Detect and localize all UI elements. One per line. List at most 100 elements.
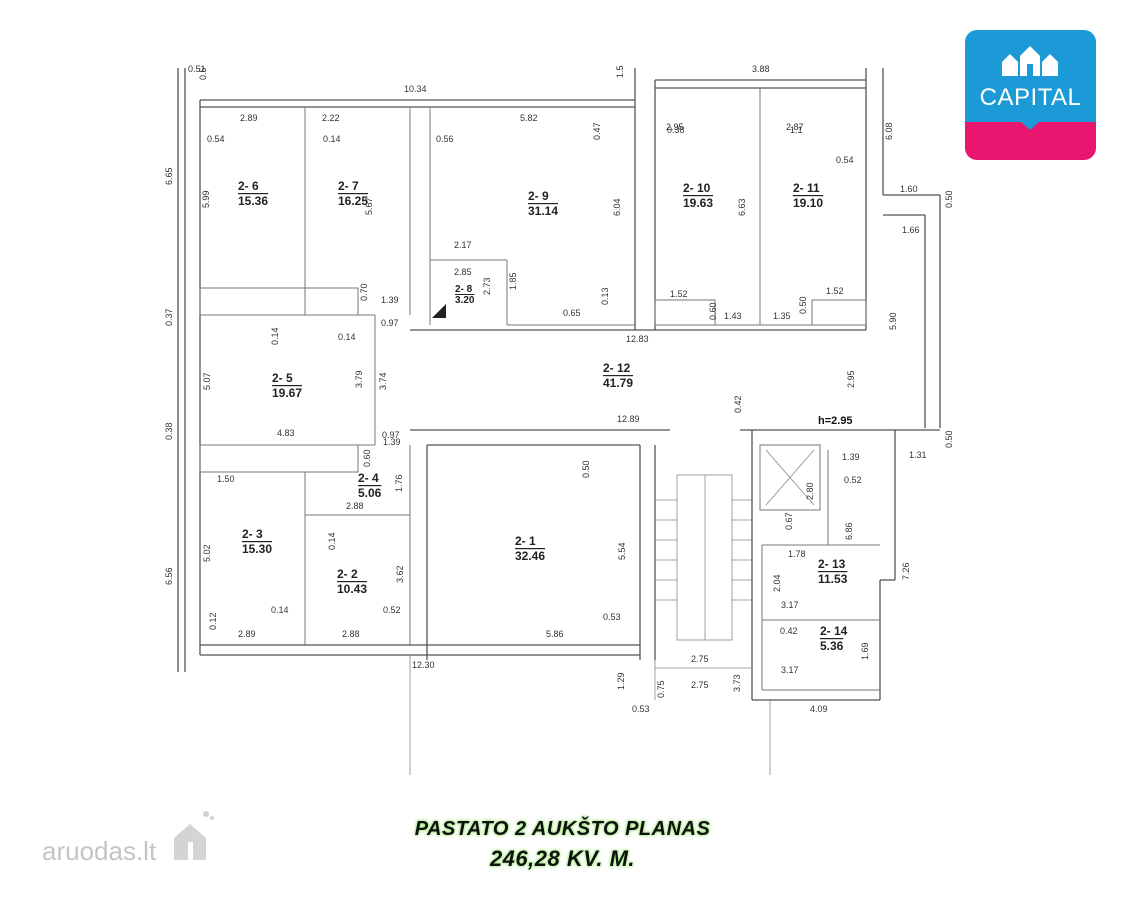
logo-notch-icon	[1021, 122, 1039, 130]
dimension-label: 5.82	[520, 113, 538, 123]
dimension-label: 1.52	[670, 289, 688, 299]
dimension-label: 0.54	[207, 134, 225, 144]
dimension-label: 5.54	[617, 542, 627, 560]
dimension-label: 1.39	[842, 452, 860, 462]
room-id-label: 2- 6	[238, 179, 259, 193]
dimension-label: 2.95	[666, 122, 684, 132]
dimension-label: 1.60	[900, 184, 918, 194]
room-area-label: 15.36	[238, 194, 268, 208]
dimension-label: 0.42	[733, 395, 743, 413]
dimension-label: 6.04	[612, 198, 622, 216]
dimension-label: 7.26	[901, 562, 911, 580]
dimension-label: 6.56	[164, 567, 174, 585]
dimension-label: 3.79	[354, 370, 364, 388]
room-area-label: 32.46	[515, 549, 545, 563]
room-area-label: 15.30	[242, 542, 272, 556]
room-id-label: 2- 9	[528, 189, 549, 203]
dimension-label: 0.97	[381, 318, 399, 328]
dimension-label: 0.14	[338, 332, 356, 342]
dimension-label: 0.13	[600, 287, 610, 305]
dimension-label: 0.60	[362, 449, 372, 467]
room-id-label: 2- 1	[515, 534, 536, 548]
dimension-label: 5.67	[364, 197, 374, 215]
room-area-label: 10.43	[337, 582, 367, 596]
dimension-label: 2.73	[482, 277, 492, 295]
room-area-label: 16.25	[338, 194, 368, 208]
dimension-label: 2.75	[691, 654, 709, 664]
dimension-label: 0.38	[164, 422, 174, 440]
plan-caption-area: 246,28 KV. M.	[489, 846, 636, 871]
walls	[177, 68, 941, 775]
dimension-label: 3.88	[752, 64, 770, 74]
room-area-label: 11.53	[818, 572, 848, 586]
dimension-label: 3.17	[781, 600, 799, 610]
room-id-label: 2- 12	[603, 361, 631, 375]
dimension-label: 0.53	[603, 612, 621, 622]
dimension-label: 1.5	[615, 65, 625, 78]
dimension-label: 0.37	[164, 308, 174, 326]
dimension-label: 0.14	[270, 327, 280, 345]
dimension-label: 5.90	[888, 312, 898, 330]
brand-name: CAPITAL	[979, 84, 1082, 111]
room-area-label: 19.63	[683, 196, 713, 210]
dimension-label: 12.83	[626, 334, 649, 344]
dimension-label: 10.34	[404, 84, 427, 94]
dimension-label: 4.09	[810, 704, 828, 714]
dimension-label: 0.38	[667, 125, 685, 135]
room-area-label: 19.10	[793, 196, 823, 210]
room-area-label: 41.79	[603, 376, 633, 390]
houses-icon	[1002, 46, 1058, 76]
dimension-label: 1.76	[394, 474, 404, 492]
dimension-label: 0.50	[581, 460, 591, 478]
room-id-label: 2- 8	[455, 284, 473, 295]
room-id-label: 2- 10	[683, 181, 711, 195]
dimension-label: 1.43	[724, 311, 742, 321]
dimension-label: 1.39	[383, 437, 401, 447]
room-id-label: 2- 2	[337, 567, 358, 581]
dimension-label: 0.52	[383, 605, 401, 615]
dimension-label: 2.88	[346, 501, 364, 511]
room-id-label: 2- 5	[272, 371, 293, 385]
dimension-label: 1.78	[788, 549, 806, 559]
dimension-label: 2.85	[454, 267, 472, 277]
dimension-label: 0.54	[836, 155, 854, 165]
dimension-label: 5.86	[546, 629, 564, 639]
capital-logo: CAPITAL	[965, 30, 1096, 160]
dimension-label: 5.07	[202, 372, 212, 390]
dimension-label: 12.30	[412, 660, 435, 670]
room-id-label: 2- 11	[793, 181, 820, 195]
dimension-label: 6.65	[164, 167, 174, 185]
room-id-label: 2- 13	[818, 557, 846, 571]
dimension-label: 0.51	[188, 64, 206, 74]
dimension-label: 2.95	[846, 370, 856, 388]
room-area-label: 5.36	[820, 639, 844, 653]
dimension-label: 0.42	[780, 626, 798, 636]
dimension-label: 6.63	[737, 198, 747, 216]
room-area-label: 3.20	[455, 295, 475, 306]
room-id-label: 2- 7	[338, 179, 359, 193]
room-id-label: 2- 4	[358, 471, 379, 485]
dimension-label: 6.08	[884, 122, 894, 140]
dimension-label: 0.60	[708, 302, 718, 320]
dimension-label: 2.22	[322, 113, 340, 123]
dimension-label: 0.14	[327, 532, 337, 550]
dimension-label: 2.87	[786, 122, 804, 132]
aruodas-watermark: aruodas.lt	[42, 836, 157, 866]
dimension-label: 0.47	[592, 122, 602, 140]
dimension-label: 1.52	[826, 286, 844, 296]
dimension-label: 1.85	[508, 272, 518, 290]
dimension-label: 1.29	[616, 672, 626, 690]
dimension-label: 0.14	[271, 605, 289, 615]
dimension-label: 2.80	[805, 482, 815, 500]
dimension-label: 0.97	[382, 430, 400, 440]
dimension-label: 2.89	[238, 629, 256, 639]
dimension-label: 5.02	[202, 544, 212, 562]
dimension-label: 0.70	[359, 283, 369, 301]
dimension-label: 2.88	[342, 629, 360, 639]
dimension-label: 3.74	[378, 372, 388, 390]
room-id-label: 2- 14	[820, 624, 848, 638]
dimension-label: 2.89	[240, 113, 258, 123]
dimension-label: 0.12	[208, 612, 218, 630]
